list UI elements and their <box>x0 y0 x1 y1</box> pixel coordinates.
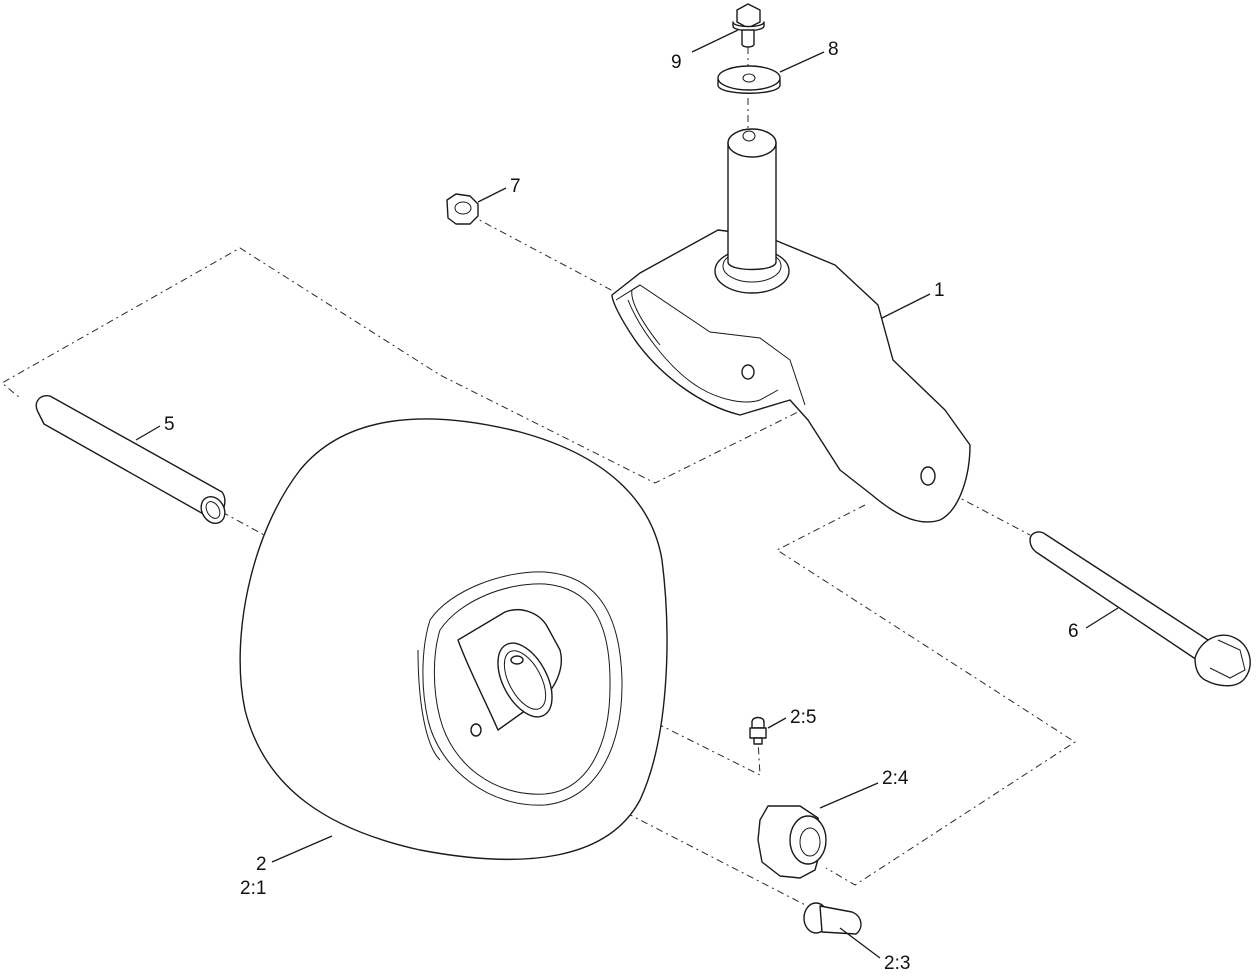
rim-lip <box>417 649 441 761</box>
callout-5: 5 <box>164 414 175 435</box>
wheel-tire-assembly <box>239 418 668 861</box>
hub-bore-inner <box>503 650 547 710</box>
spindle-bore <box>742 130 756 142</box>
grease-port <box>510 655 524 665</box>
cap-screw <box>732 3 765 48</box>
callout-2-5: 2:5 <box>790 707 816 728</box>
valve-stem <box>803 902 862 935</box>
flange-bushing <box>757 805 827 879</box>
callout-8: 8 <box>828 39 839 60</box>
callout-1: 1 <box>934 280 945 301</box>
washer <box>717 65 781 94</box>
rim-outer-edge <box>422 571 623 806</box>
callout-2-3: 2:3 <box>884 953 910 974</box>
callout-9: 9 <box>671 52 682 73</box>
grease-fitting <box>749 716 767 745</box>
axle-bolt <box>1029 531 1251 687</box>
callout-2-1: 2:1 <box>240 878 266 899</box>
callout-labels: 9 8 7 1 5 6 2:5 2:4 2 2:1 2:3 <box>164 39 1079 974</box>
tire <box>239 418 668 861</box>
valve-hole <box>470 723 482 737</box>
rim-inner-edge <box>433 583 611 795</box>
callout-2-4: 2:4 <box>882 768 909 789</box>
spindle-shaft <box>727 142 777 271</box>
caster-fork <box>611 128 971 523</box>
callout-7: 7 <box>510 176 521 197</box>
fork-bolt-hole-upper <box>741 364 755 380</box>
callout-6: 6 <box>1068 621 1079 642</box>
callout-2: 2 <box>256 854 267 875</box>
lock-nut <box>446 193 479 225</box>
leader-lines <box>135 29 1119 959</box>
fork-bolt-hole-lower <box>920 466 936 486</box>
spacer-tube <box>35 395 226 525</box>
